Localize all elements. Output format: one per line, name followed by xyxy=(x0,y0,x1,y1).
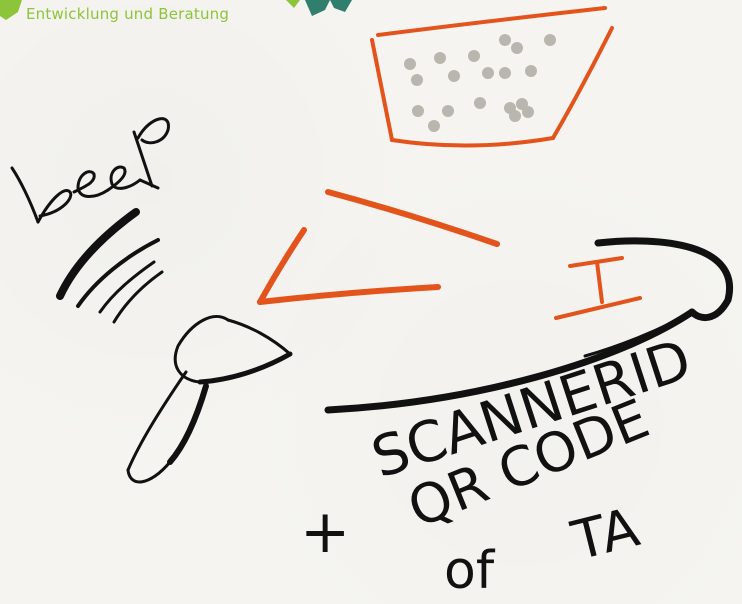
beep-handwriting xyxy=(12,119,168,222)
scan-beam xyxy=(260,192,497,302)
basket-items xyxy=(404,34,556,132)
logo-leaf-icon xyxy=(0,0,352,20)
barcode-scanner-icon xyxy=(128,316,290,482)
scanner-label: SCANNERID + QR CODE of TA xyxy=(300,327,699,601)
label-plus: + xyxy=(300,497,350,567)
label-ta: TA xyxy=(565,496,645,573)
text-cursor-icon xyxy=(556,258,640,318)
label-of: of xyxy=(444,541,496,601)
sound-waves-icon xyxy=(60,212,162,322)
